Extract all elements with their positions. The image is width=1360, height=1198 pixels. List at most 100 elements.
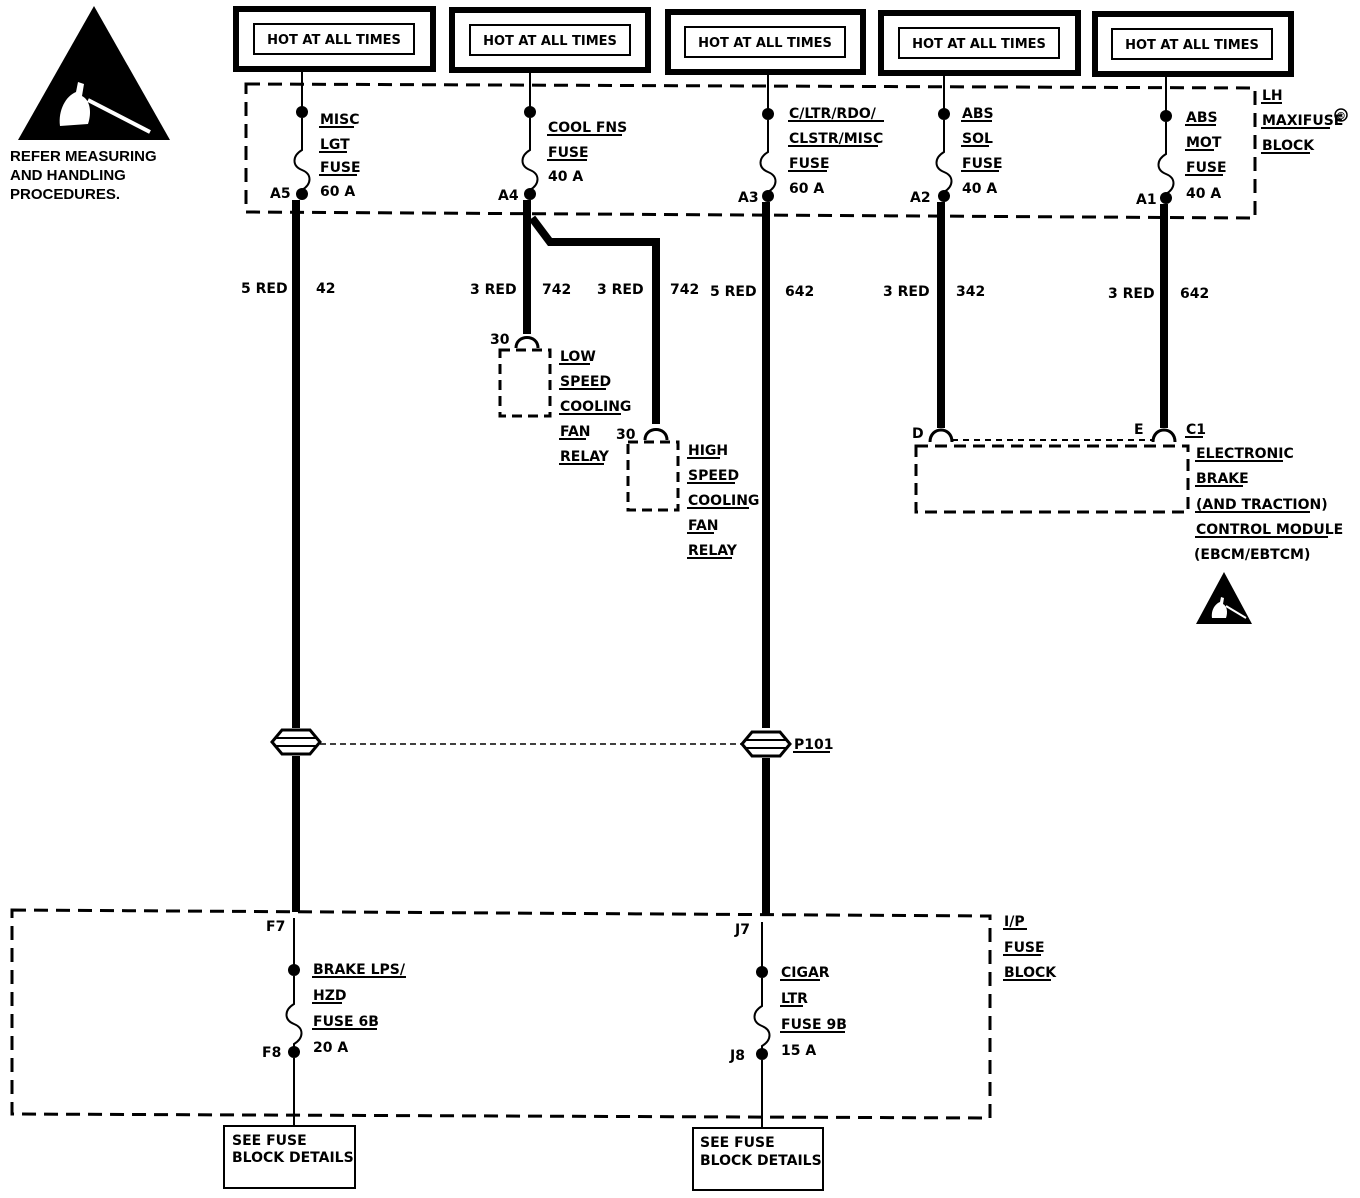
registered-mark: ®	[1336, 111, 1346, 122]
connector-p101-right	[740, 730, 792, 758]
fuse-4-rating: 40 A	[962, 181, 997, 197]
wire-3-circuit: 742	[670, 282, 699, 298]
high-relay-line-5: RELAY	[688, 543, 738, 559]
low-speed-relay	[498, 336, 552, 418]
fuse-3-line-2: CLSTR/MISC	[789, 131, 883, 147]
ip-fuse-1-pin-in: F7	[266, 919, 285, 935]
see-details-right-line-1: SEE FUSE	[700, 1135, 775, 1151]
fuse-2-pin: A4	[498, 188, 519, 204]
p101-label: P101	[794, 737, 833, 753]
ebcm-pin-d: D	[912, 426, 924, 442]
hot-label-2: HOT AT ALL TIMES	[483, 34, 617, 49]
high-relay-line-4: FAN	[688, 518, 719, 534]
fuse-cool-fns	[521, 106, 539, 200]
ebcm-pin-e: E	[1134, 422, 1144, 438]
ip-label-block: BLOCK	[1004, 965, 1057, 981]
hot-box-3: HOT AT ALL TIMES	[665, 9, 866, 75]
fuse-1-rating: 60 A	[320, 184, 355, 200]
high-relay-pin: 30	[616, 427, 636, 443]
hot-box-2: HOT AT ALL TIMES	[449, 7, 651, 73]
ebcm-abbr: (EBCM/EBTCM)	[1194, 547, 1310, 563]
fuse-5-rating: 40 A	[1186, 186, 1221, 202]
fuse-3-line-3: FUSE	[789, 156, 830, 172]
fuse-abs-mot	[1157, 110, 1175, 204]
ip-fuse-2-pin-out: J8	[729, 1048, 745, 1064]
ebcm-line-3: (AND TRACTION)	[1196, 497, 1328, 513]
fuse-cigar-ltr	[753, 922, 771, 1128]
connector-p101-left	[270, 728, 322, 756]
fuse-4-line-1: ABS	[962, 106, 994, 122]
fuse-5-pin: A1	[1136, 192, 1157, 208]
see-details-right-line-2: BLOCK DETAILS	[700, 1153, 822, 1169]
hot-label-1: HOT AT ALL TIMES	[267, 33, 401, 48]
wire-6-size: 3 RED	[1108, 286, 1155, 302]
esd-warning-small-icon	[1196, 572, 1252, 624]
ip-fuse-2-pin-in: J7	[734, 922, 750, 938]
maxifuse-label-lh: LH	[1262, 88, 1283, 104]
fuse-misc-lgt	[293, 106, 311, 200]
ip-fuse-2-line-3: FUSE 9B	[781, 1017, 847, 1033]
hot-box-4: HOT AT ALL TIMES	[878, 10, 1081, 76]
wire-4-circuit: 642	[785, 284, 814, 300]
ip-fuse-1-line-1: BRAKE LPS/	[313, 962, 406, 978]
fuse-4-pin: A2	[910, 190, 931, 206]
high-speed-relay	[626, 428, 680, 512]
fuse-3-rating: 60 A	[789, 181, 824, 197]
maxifuse-label-maxifuse: MAXIFUSE	[1262, 113, 1343, 129]
low-relay-line-5: RELAY	[560, 449, 610, 465]
see-details-left-line-2: BLOCK DETAILS	[232, 1150, 354, 1166]
ip-fuse-2-line-2: LTR	[781, 991, 808, 1007]
fuse-1-line-1: MISC	[320, 112, 360, 128]
fuse-1-pin: A5	[270, 186, 291, 202]
ip-fuse-1-pin-out: F8	[262, 1045, 281, 1061]
ebcm-module	[914, 428, 1190, 514]
fuse-1-line-2: LGT	[320, 137, 350, 153]
high-relay-line-1: HIGH	[688, 443, 728, 459]
low-relay-line-1: LOW	[560, 349, 596, 365]
fuse-abs-sol	[935, 108, 953, 202]
see-fuse-block-details-right: SEE FUSE BLOCK DETAILS	[692, 1127, 824, 1191]
low-relay-line-3: COOLING	[560, 399, 631, 415]
fuse-brake-lps-hzd	[285, 918, 303, 1126]
ebcm-line-2: BRAKE	[1196, 471, 1249, 487]
maxifuse-block-outline	[244, 82, 1257, 220]
fuse-4-line-2: SOL	[962, 131, 993, 147]
low-relay-pin: 30	[490, 332, 510, 348]
fuse-2-rating: 40 A	[548, 169, 583, 185]
high-relay-line-2: SPEED	[688, 468, 739, 484]
see-fuse-block-details-left: SEE FUSE BLOCK DETAILS	[223, 1125, 356, 1189]
hot-label-5: HOT AT ALL TIMES	[1125, 38, 1259, 53]
ip-fuse-1-line-3: FUSE 6B	[313, 1014, 379, 1030]
hot-label-4: HOT AT ALL TIMES	[912, 37, 1046, 52]
esd-note-line-3: PROCEDURES.	[10, 186, 120, 203]
hot-box-5: HOT AT ALL TIMES	[1092, 11, 1294, 77]
hot-box-1: HOT AT ALL TIMES	[233, 6, 436, 72]
ip-fuse-2-line-1: CIGAR	[781, 965, 830, 981]
see-details-left-line-1: SEE FUSE	[232, 1133, 307, 1149]
fuse-5-line-3: FUSE	[1186, 160, 1227, 176]
wire-5-circuit: 342	[956, 284, 985, 300]
high-relay-line-3: COOLING	[688, 493, 759, 509]
wire-2-circuit: 742	[542, 282, 571, 298]
wire-2-size: 3 RED	[470, 282, 517, 298]
fuse-3-line-1: C/LTR/RDO/	[789, 106, 877, 122]
fuse-cltr-rdo	[759, 108, 777, 202]
ebcm-line-1: ELECTRONIC	[1196, 446, 1294, 462]
fuse-2-line-2: FUSE	[548, 145, 589, 161]
esd-warning-icon	[18, 6, 170, 140]
ip-fuse-1-line-2: HZD	[313, 988, 347, 1004]
ip-fuse-1-rating: 20 A	[313, 1040, 348, 1056]
fuse-1-line-3: FUSE	[320, 160, 361, 176]
wire-6-circuit: 642	[1180, 286, 1209, 302]
ebcm-connector: C1	[1186, 422, 1206, 438]
fuse-5-line-1: ABS	[1186, 110, 1218, 126]
low-relay-line-4: FAN	[560, 424, 591, 440]
fuse-5-line-2: MOT	[1186, 135, 1222, 151]
wire-1-size: 5 RED	[241, 281, 288, 297]
hot-label-3: HOT AT ALL TIMES	[698, 36, 832, 51]
fuse-3-pin: A3	[738, 190, 759, 206]
wire-4-size: 5 RED	[710, 284, 757, 300]
ip-fuse-2-rating: 15 A	[781, 1043, 816, 1059]
ip-label-ip: I/P	[1004, 914, 1025, 930]
